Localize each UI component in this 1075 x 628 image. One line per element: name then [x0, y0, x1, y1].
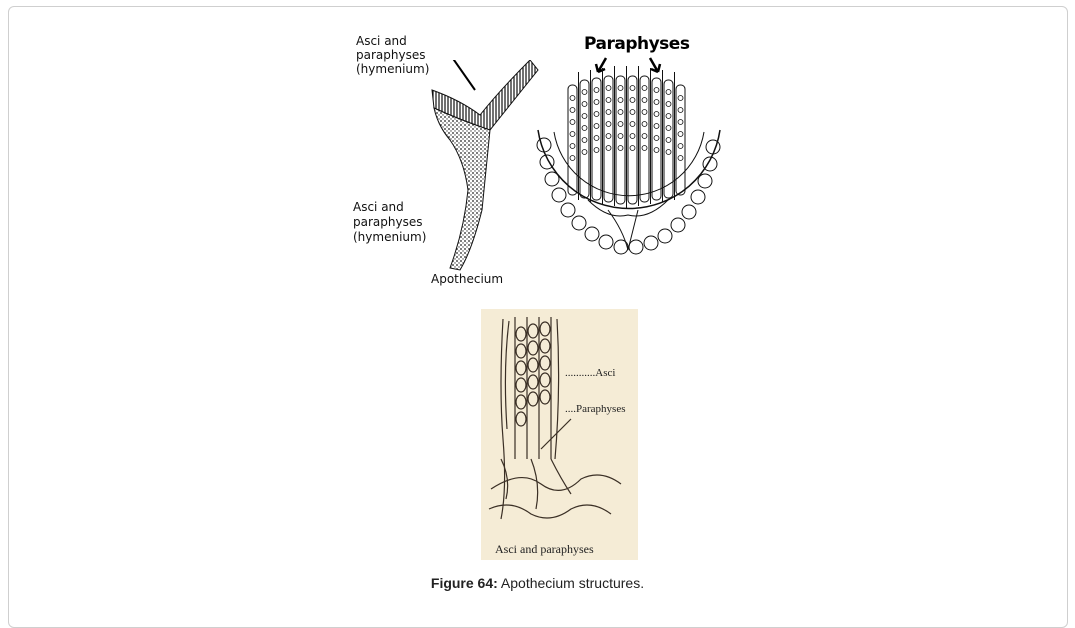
label-asci-paraphyses-top-3: (hymenium)	[356, 62, 429, 76]
label-asci: ...........Asci	[565, 367, 615, 379]
label-asci-paraphyses-mid-2: paraphyses	[353, 215, 422, 229]
photo-drawing	[481, 309, 638, 560]
section-drawing	[528, 50, 728, 295]
label-paraphyses: ....Paraphyses	[565, 403, 626, 415]
caption-label: Figure 64:	[431, 575, 498, 591]
caption-text: Apothecium structures.	[498, 575, 644, 591]
label-asci-and-paraphyses: Asci and paraphyses	[495, 542, 594, 557]
label-asci-paraphyses-top-2: paraphyses	[356, 48, 425, 62]
label-asci-paraphyses-mid-1: Asci and	[353, 200, 404, 214]
asci-paraphyses-photo: ...........Asci ....Paraphyses Asci and …	[481, 309, 638, 560]
label-asci-paraphyses-top-1: Asci and	[356, 34, 407, 48]
apothecium-drawing	[420, 60, 540, 275]
figure-caption: Figure 64: Apothecium structures.	[0, 575, 1075, 591]
label-asci-paraphyses-mid-3: (hymenium)	[353, 230, 426, 244]
